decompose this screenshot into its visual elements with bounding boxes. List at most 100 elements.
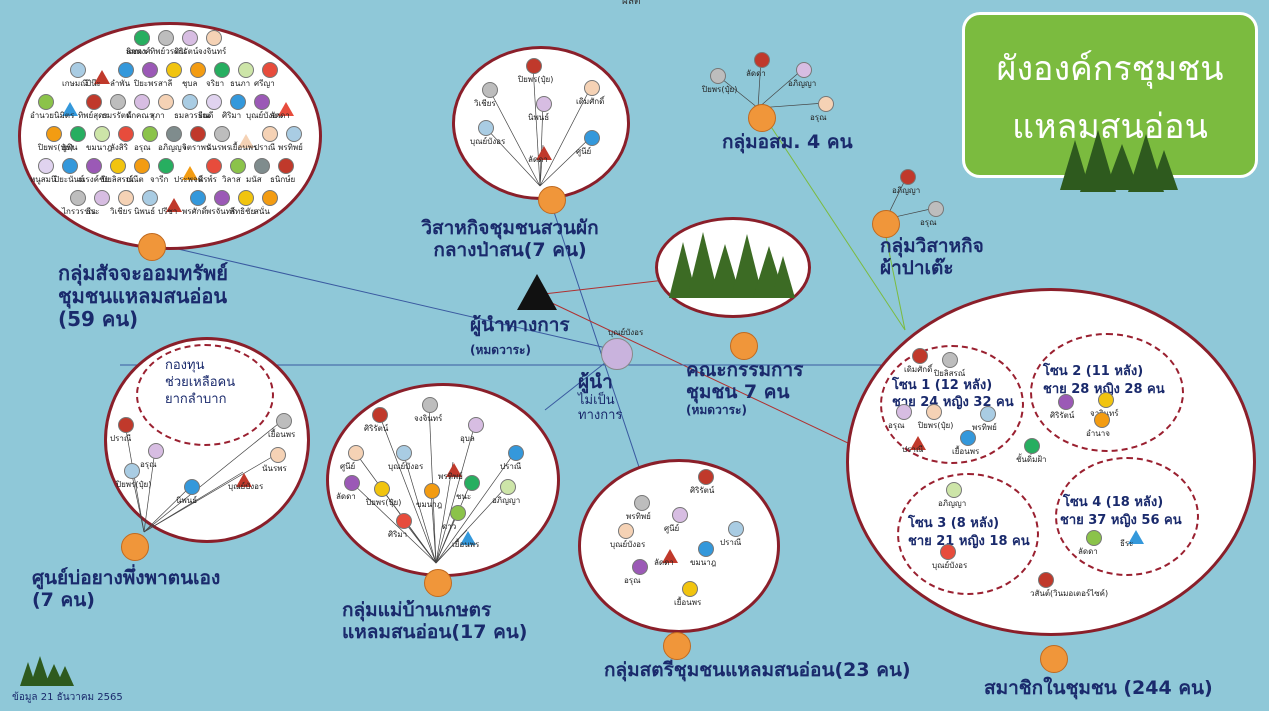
rubber-label: ศูนย์บ่อยางพึ่งพาตนเอง (7 คน) <box>32 567 221 612</box>
member-name: เดิมศักดิ์ <box>904 365 933 374</box>
informal-leader-node <box>601 338 633 370</box>
member-name: นิพนธ์ <box>134 207 156 216</box>
member-node <box>460 523 476 545</box>
committee-hub <box>730 332 758 360</box>
member-link <box>435 461 454 564</box>
member-node <box>508 445 524 461</box>
member-node <box>980 406 996 422</box>
fund-label: กองทุน ช่วยเหลือคน ยากลำบาก <box>165 358 235 409</box>
zone4-stats: ชาย 37 หญิง 56 คน <box>1060 513 1182 528</box>
link-formal-members <box>534 294 906 471</box>
member-node <box>912 348 928 364</box>
savings-label-line2: ชุมชนแหลมสนอ่อน <box>58 284 228 308</box>
member-node <box>698 469 714 485</box>
member-node <box>214 126 230 142</box>
member-name: ปราณี <box>254 143 276 152</box>
member-name: สมพงศ์ <box>126 47 151 56</box>
member-node <box>124 463 140 479</box>
zone2-name: โซน 2 (11 หลัง) <box>1043 364 1144 379</box>
member-link <box>435 511 458 564</box>
member-node <box>348 445 364 461</box>
member-name: ชุบล <box>182 79 198 88</box>
member-node <box>1086 530 1102 546</box>
member-node <box>262 62 278 78</box>
link-housewives <box>544 354 616 411</box>
member-name: ศิรพ์ร <box>198 175 217 184</box>
member-node <box>526 58 542 74</box>
member-name: ธนิกษ์ย <box>270 175 296 184</box>
member-name: นิพนธ์ <box>528 113 550 122</box>
member-node <box>942 352 958 368</box>
member-node <box>190 62 206 78</box>
informal-leader-line3: ทางการ <box>578 407 623 423</box>
rubber-label-line1: ศูนย์บ่อยางพึ่งพาตนเอง <box>32 567 221 589</box>
zone3-circle <box>897 473 1039 595</box>
member-node <box>584 130 600 146</box>
member-node <box>142 190 158 206</box>
member-node <box>478 120 494 136</box>
member-node <box>118 190 134 206</box>
zone1-name: โซน 1 (12 หลัง) <box>892 378 993 393</box>
member-node <box>946 482 962 498</box>
member-name: ปิยพร(ปุ๋ย) <box>366 498 402 507</box>
member-name: อำนาจ <box>1086 429 1110 438</box>
title-line1: ผังองค์กรชุมชน <box>996 49 1224 89</box>
member-name: อภิญญา <box>892 186 921 195</box>
member-node <box>62 94 78 116</box>
member-name: พรทิพย์ <box>278 143 303 152</box>
savings-members: นิชดาทิพย์วรรณศิริรัตน์จงจินทร์เกษมณีปีน… <box>18 22 316 244</box>
member-node <box>536 138 552 160</box>
member-name: ลัดดา <box>270 111 290 120</box>
rubber-label-line2: (7 คน) <box>32 588 95 611</box>
member-name: ลัดดา <box>528 155 548 164</box>
veg-names-links <box>484 64 592 187</box>
member-name: ชั้นดิ่มฝ้า <box>1016 455 1047 464</box>
member-name: ยุพิน <box>62 143 78 152</box>
formal-leader-label: ผู้นำทางการ <box>470 314 570 336</box>
member-name: ยีนดี <box>198 111 214 120</box>
member-node <box>940 544 956 560</box>
member-link <box>435 451 516 564</box>
member-node <box>482 82 498 98</box>
member-node <box>70 62 86 78</box>
member-name: บุณย์บังอร <box>470 137 506 146</box>
member-name: ปิยพร(ปุ๋ย) <box>702 85 738 94</box>
member-name: บุณย์บังอร <box>388 462 424 471</box>
member-name: ธนภา <box>230 79 251 88</box>
member-link <box>539 86 592 187</box>
member-name: ลัดดา <box>1078 547 1098 556</box>
members-list: เดิมศักดิ์ปิยลิสรณ์อรุณปิยพร(ปุ๋ย)พรทิพย… <box>846 288 1250 630</box>
member-name: ทิพย์สุดา <box>78 111 108 120</box>
member-name: อภิญญา <box>788 79 817 88</box>
member-link <box>378 413 437 564</box>
member-name: ประพจน์ <box>174 175 204 184</box>
member-node <box>118 417 134 433</box>
member-name: ศิริรัตน์ <box>174 47 199 56</box>
member-name: บุณย์บังอร <box>246 111 282 120</box>
zone3-name: โซน 3 (8 หลัง) <box>908 516 1000 531</box>
member-name: ปิยพร(ปุ๋ย) <box>116 480 152 489</box>
member-name: วิลาส <box>222 175 241 184</box>
member-node <box>468 417 484 433</box>
member-node <box>190 190 206 206</box>
women-circle <box>578 459 780 633</box>
member-name: ลังสิริ <box>110 143 128 152</box>
member-node <box>1024 438 1040 454</box>
member-node <box>158 94 174 110</box>
member-node <box>134 94 150 110</box>
member-name: ปิยพร(ปุ๋ย) <box>518 75 554 84</box>
informal-leader-line2: ไม่เป็น <box>578 392 615 408</box>
member-name: หนูสมนึ <box>30 175 57 184</box>
member-name: ศิริรัตน์ <box>690 486 715 495</box>
member-node <box>818 96 834 112</box>
member-name: นิพนธ์ <box>176 496 198 505</box>
fund-label-line1: กองทุน <box>165 358 205 373</box>
member-node <box>464 475 480 491</box>
member-node <box>450 505 466 521</box>
member-node <box>584 80 600 96</box>
member-name: วิเชียร <box>110 207 132 216</box>
member-link <box>130 469 145 533</box>
committee-label-line2: ชุมชน 7 คน <box>686 380 790 403</box>
trees-icon <box>1060 130 1178 192</box>
member-name: บุณย์บังอร <box>610 540 646 549</box>
